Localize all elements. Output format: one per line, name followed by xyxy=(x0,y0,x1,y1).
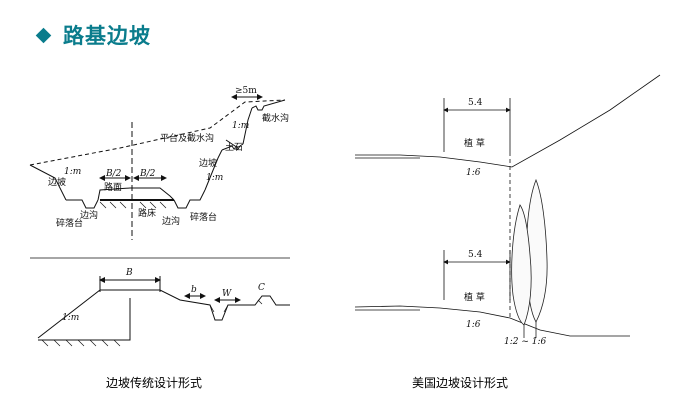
roadbed-label: 路床 xyxy=(138,207,156,219)
original-ground-line xyxy=(29,99,286,166)
right-ditch-label: 边沟 xyxy=(162,215,180,227)
us-bottom-width-label: 5.4 xyxy=(468,250,483,260)
us-bottom-ratio2-label: 1:2 ~ 1:6 xyxy=(504,337,547,347)
traditional-caption: 边坡传统设计形式 xyxy=(106,376,203,390)
left-ditch-label: 边沟 xyxy=(80,209,98,221)
traditional-fill-section xyxy=(30,257,290,347)
right-ratio-label: 1:m xyxy=(206,173,223,183)
us-top-ratio-label: 1:6 xyxy=(466,168,481,178)
traditional-fill-labels: B 1:m b W C xyxy=(62,268,265,323)
fill-c-label: C xyxy=(258,283,265,293)
tree-illustration xyxy=(511,178,548,338)
platform-ditch-label: 平台及截水沟 xyxy=(160,132,214,144)
us-top-grass-label: 植 草 xyxy=(464,137,485,149)
half-b-right-label: B/2 xyxy=(139,169,156,179)
road-surface xyxy=(97,187,175,201)
left-ratio-label: 1:m xyxy=(64,167,81,177)
soil-rock-label: 土石 xyxy=(225,141,243,153)
right-rockfall-label: 碎落台 xyxy=(190,211,217,223)
us-bottom-ratio-label: 1:6 xyxy=(466,320,481,330)
traditional-cut-section xyxy=(29,94,286,240)
us-design-section xyxy=(354,74,661,337)
fill-w-label: W xyxy=(222,289,232,299)
us-bottom-grass-label: 植 草 xyxy=(464,291,485,303)
right-slope-line xyxy=(204,149,223,191)
us-top-profile xyxy=(355,74,661,168)
fill-b-label: B xyxy=(125,268,133,278)
left-slope-line xyxy=(29,164,67,201)
left-slope-label: 边坡 xyxy=(48,176,66,188)
left-rockfall-label: 碎落台 xyxy=(56,217,83,229)
us-bottom-profile xyxy=(354,305,630,337)
pavement-label: 路面 xyxy=(104,181,122,193)
fill-ratio-label: 1:m xyxy=(62,313,79,323)
traditional-cut-labels: ≥5m 平台及截水沟 截水沟 土石 边坡 边坡 1:m 1:m 1:m B/2 … xyxy=(48,86,289,229)
page-title: 路基边坡 xyxy=(63,24,151,48)
us-design-labels: 5.4 植 草 1:6 5.4 植 草 1:6 1:2 ~ 1:6 xyxy=(464,98,547,347)
half-b-left-label: B/2 xyxy=(105,169,122,179)
fill-b-small-label: b xyxy=(191,285,197,295)
upper-slope-line xyxy=(242,107,253,145)
title-bar: 路基边坡 xyxy=(35,20,151,50)
us-top-width-label: 5.4 xyxy=(468,98,483,108)
berm-width-label: ≥5m xyxy=(235,86,257,96)
right-slope-label: 边坡 xyxy=(199,157,217,169)
us-caption: 美国边坡设计形式 xyxy=(412,376,509,390)
intercept-ditch-label: 截水沟 xyxy=(262,112,289,124)
upper-ratio-label: 1:m xyxy=(232,121,249,131)
